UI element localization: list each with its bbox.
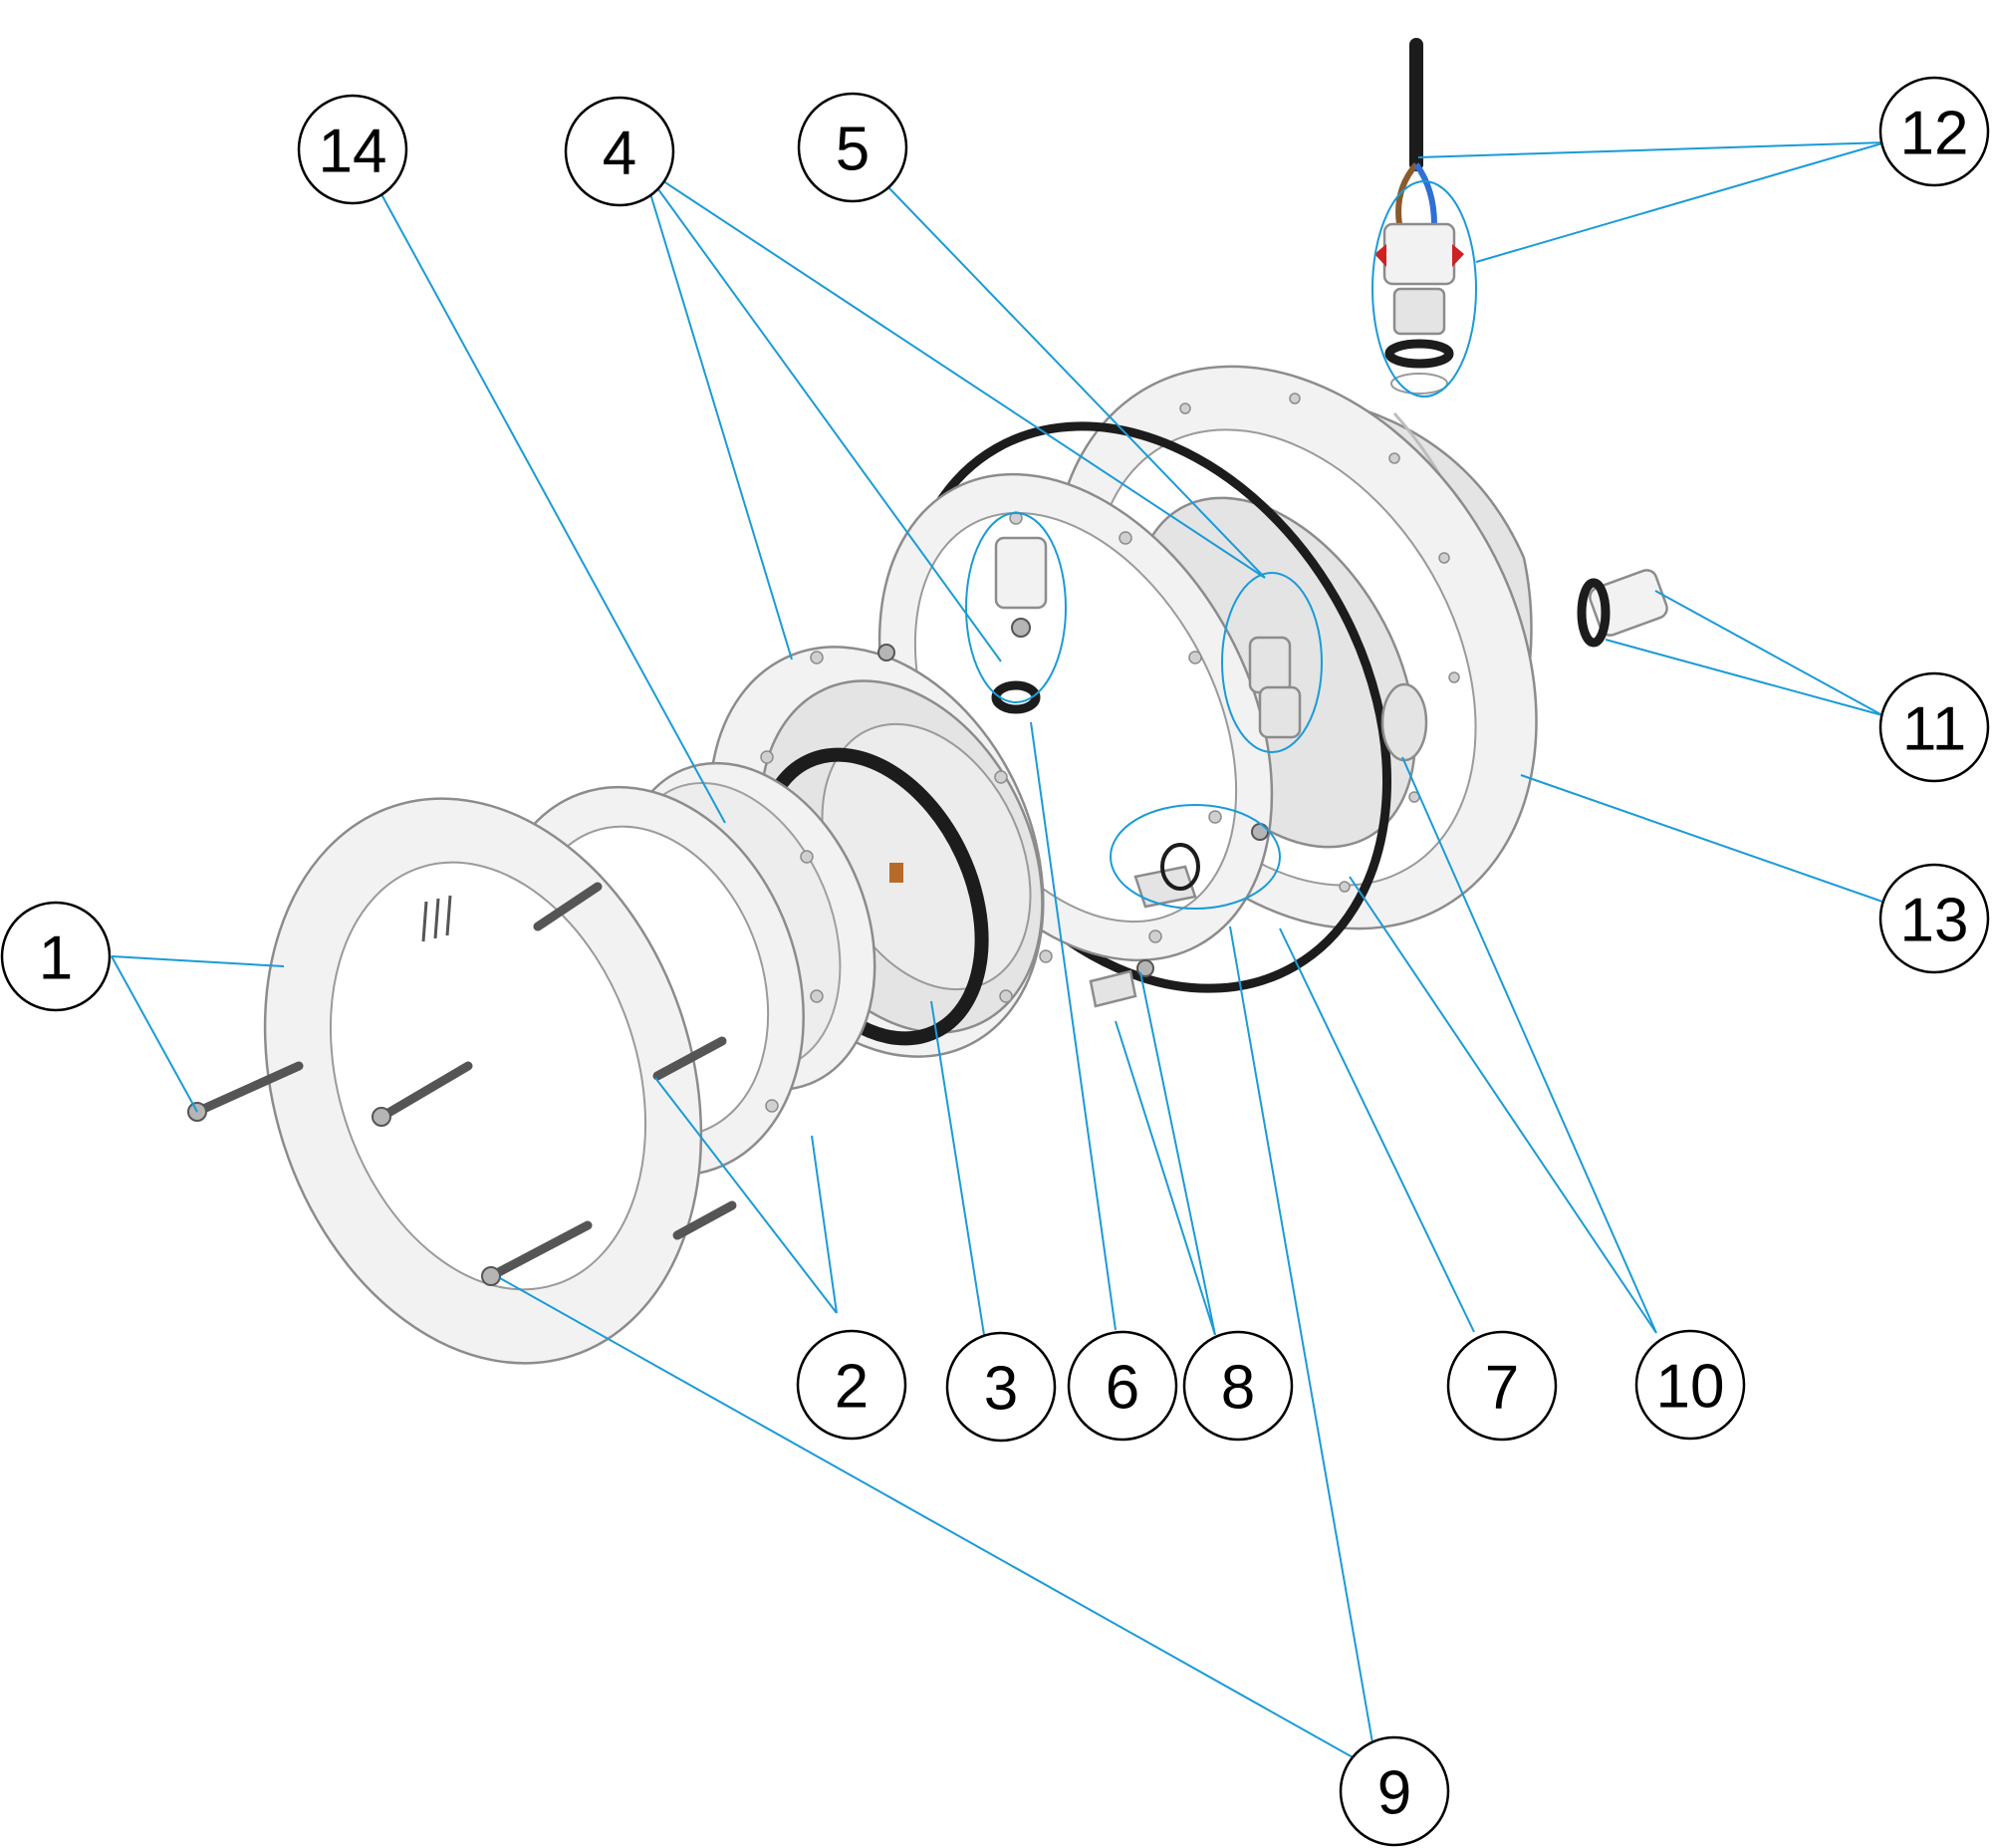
housing-flange-holes	[1179, 393, 1460, 893]
top-cable-assembly	[1374, 38, 1464, 395]
highlight-inner-gland	[965, 512, 1067, 703]
bracket-assembly	[1089, 823, 1269, 1008]
svg-text:12: 12	[1900, 100, 1969, 168]
callout-4: 4	[564, 96, 675, 207]
svg-text:7: 7	[1485, 1354, 1519, 1423]
callout-14: 14	[297, 94, 408, 205]
highlight-cable-gland	[1371, 180, 1477, 397]
callout-11: 11	[1878, 671, 1990, 783]
callout-2: 2	[796, 1329, 907, 1441]
callout-3: 3	[945, 1331, 1057, 1443]
housing-side-bosses	[1248, 636, 1302, 739]
svg-text:6: 6	[1106, 1354, 1139, 1423]
callout-5: 5	[797, 92, 908, 203]
inner-cable-gland	[991, 536, 1048, 714]
housing-boss	[1380, 682, 1428, 762]
callout-8: 8	[1182, 1330, 1294, 1442]
screws	[187, 882, 737, 1286]
svg-text:1: 1	[39, 924, 73, 993]
highlight-side-bosses	[1221, 572, 1323, 753]
callout-12: 12	[1878, 76, 1990, 187]
svg-text:10: 10	[1656, 1353, 1725, 1422]
callout-6: 6	[1067, 1330, 1178, 1442]
highlight-bracket	[1110, 804, 1281, 910]
trim-ring-marks	[421, 895, 452, 942]
svg-text:4: 4	[603, 120, 636, 188]
svg-text:8: 8	[1221, 1354, 1255, 1423]
callout-10: 10	[1634, 1329, 1746, 1441]
callout-7: 7	[1446, 1330, 1558, 1442]
svg-text:14: 14	[319, 118, 387, 186]
front-trim-ring	[263, 797, 703, 1365]
svg-text:5: 5	[836, 116, 870, 184]
svg-text:9: 9	[1377, 1759, 1411, 1828]
svg-text:3: 3	[984, 1355, 1018, 1424]
svg-text:2: 2	[835, 1353, 869, 1422]
callout-1: 1	[0, 901, 112, 1012]
side-cable-gland	[1577, 569, 1668, 648]
callout-9: 9	[1339, 1735, 1450, 1847]
callout-13: 13	[1878, 863, 1990, 974]
svg-text:13: 13	[1900, 887, 1969, 955]
leader-lines	[111, 141, 1886, 1772]
svg-text:11: 11	[1902, 695, 1966, 764]
